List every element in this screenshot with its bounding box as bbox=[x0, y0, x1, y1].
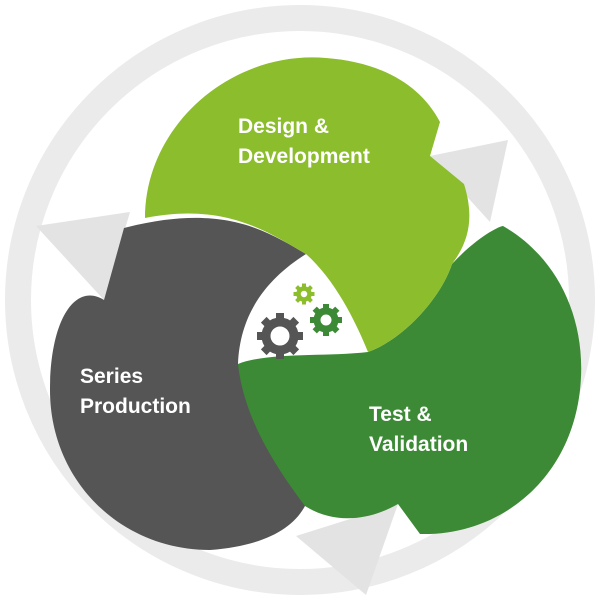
stage-design-development bbox=[145, 57, 470, 353]
stage-label-line: Production bbox=[80, 395, 191, 418]
stage-test-validation bbox=[238, 226, 582, 535]
stage-label-test: Test & Validation bbox=[369, 400, 468, 460]
arrowhead-right bbox=[430, 140, 508, 222]
stage-label-line: Test & bbox=[369, 403, 432, 426]
stage-series-production bbox=[50, 217, 306, 551]
outer-cycle-ring bbox=[5, 5, 595, 595]
stage-label-line: Validation bbox=[369, 433, 469, 456]
stage-label-design: Design & Development bbox=[238, 112, 370, 172]
stage-label-line: Series bbox=[80, 365, 144, 388]
arrowhead-bottom bbox=[296, 504, 398, 595]
stage-label-line: Design & bbox=[238, 115, 330, 138]
stage-label-series: Series Production bbox=[80, 362, 191, 422]
arrowhead-left bbox=[36, 212, 130, 300]
stage-label-line: Development bbox=[238, 145, 370, 168]
